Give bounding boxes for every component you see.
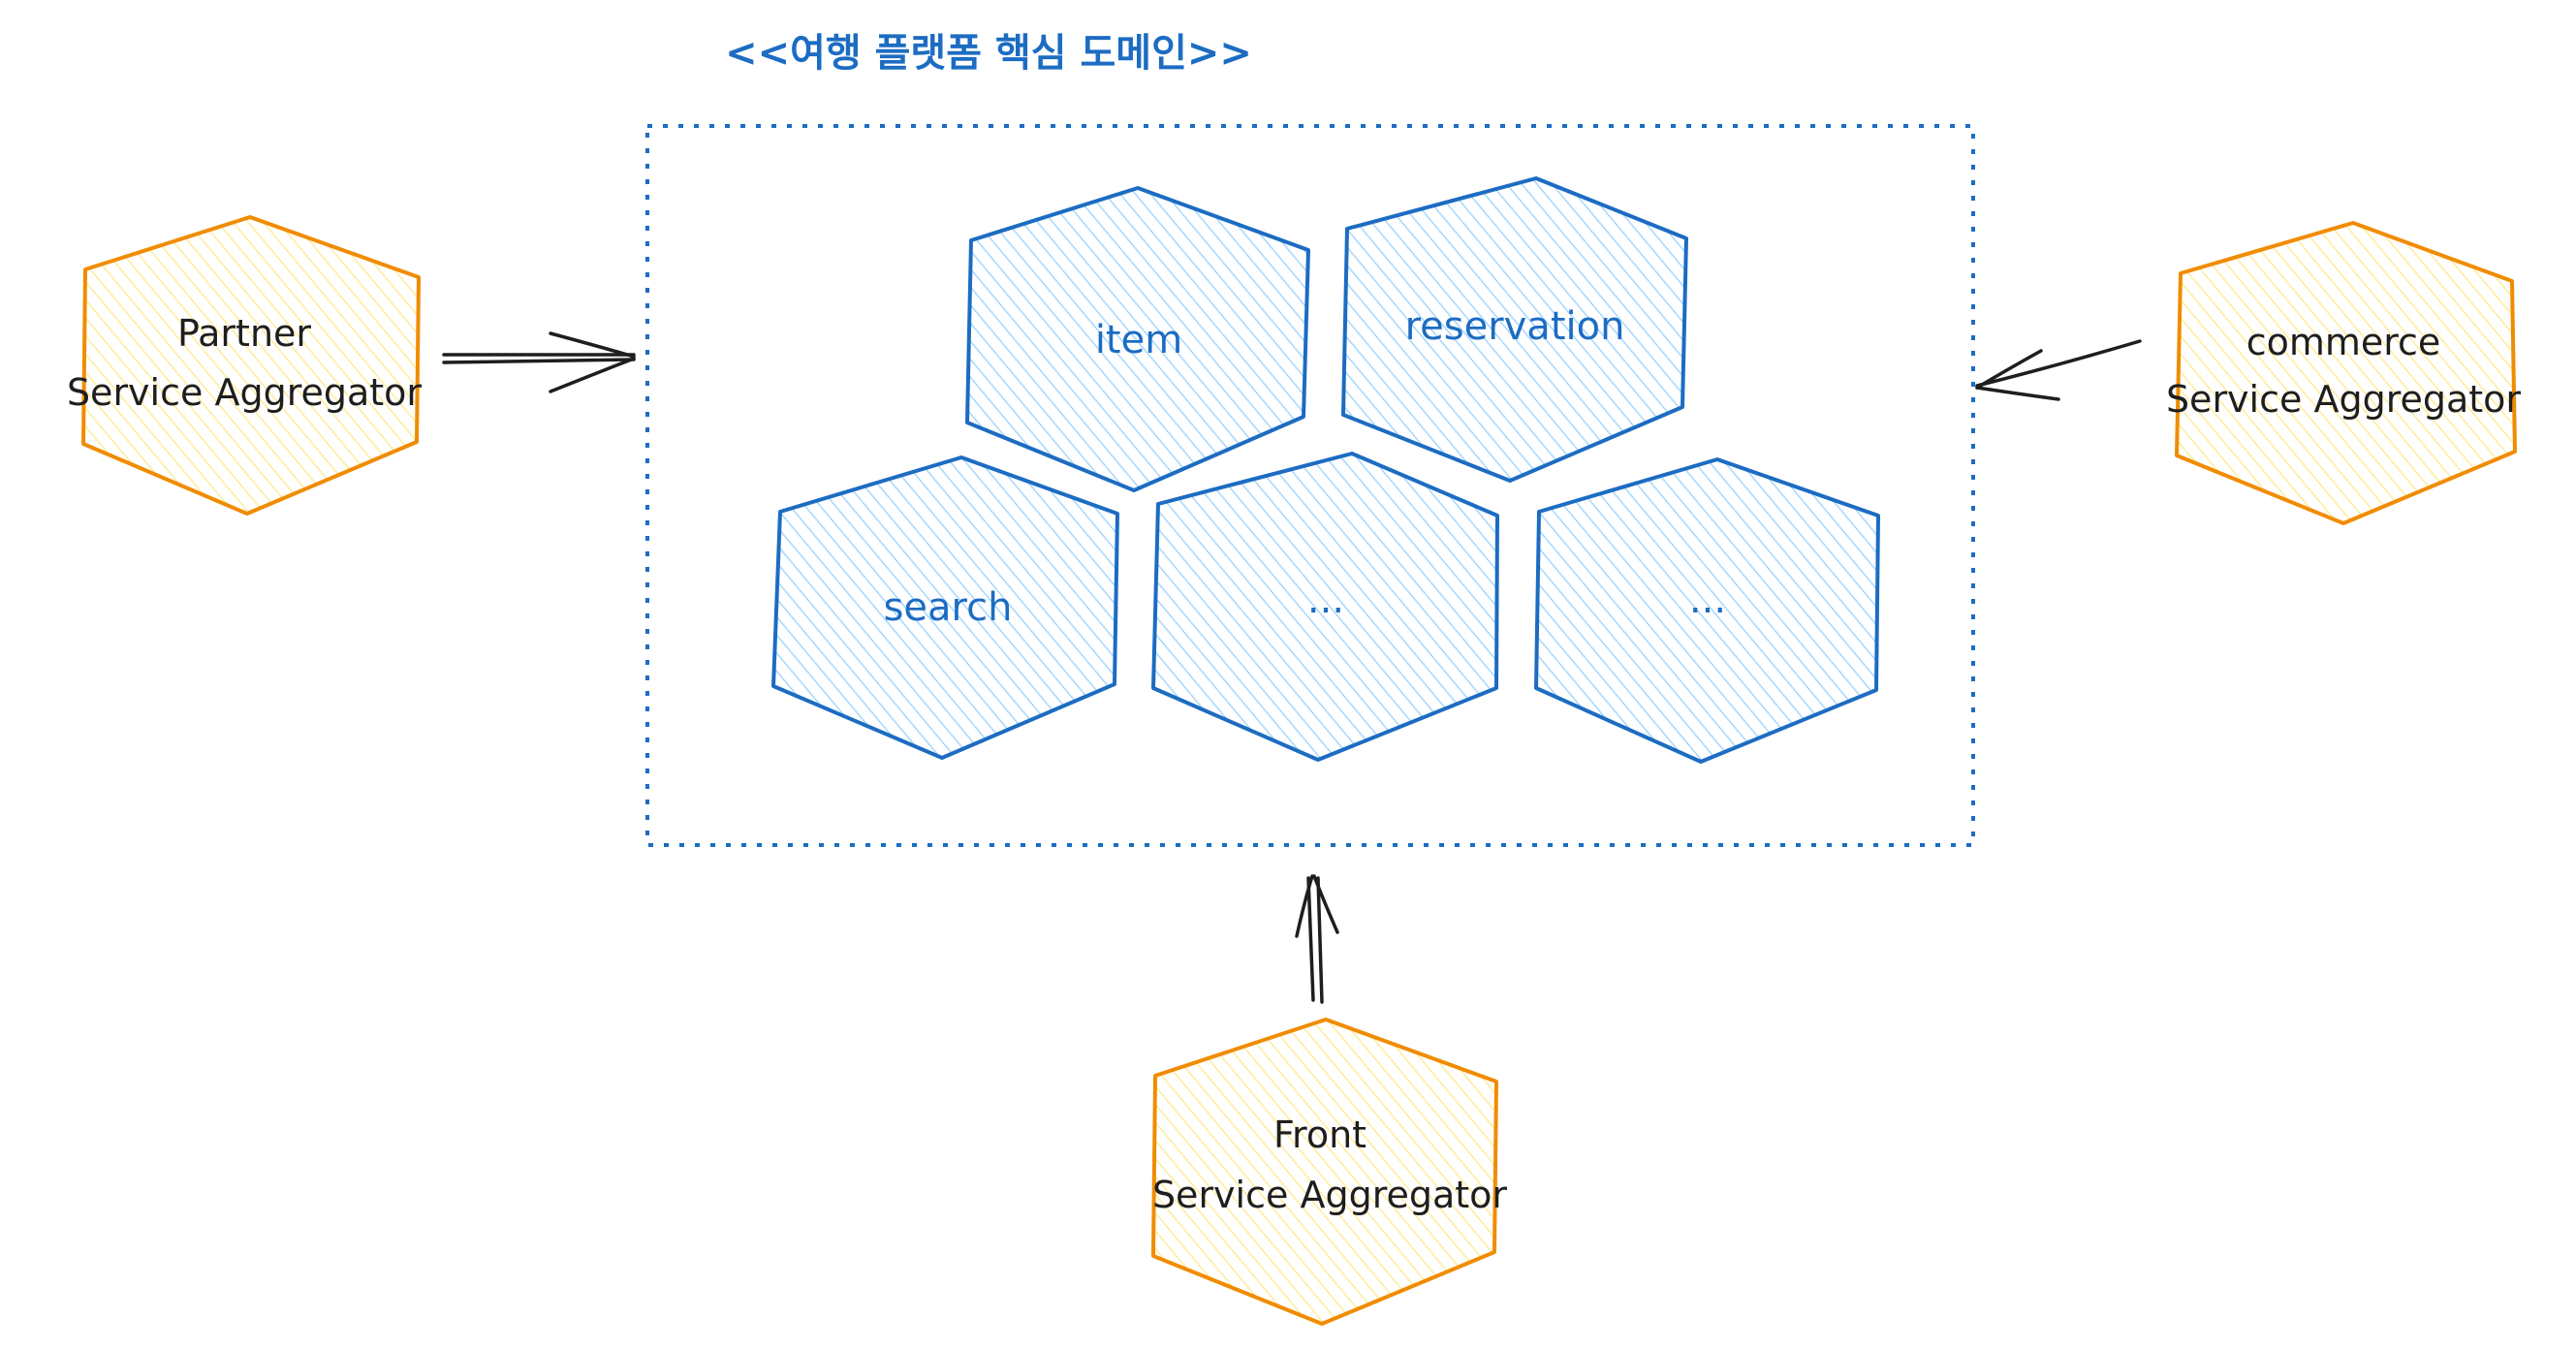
aggregator-label-line1: commerce bbox=[2246, 321, 2441, 363]
domain-label: search bbox=[884, 585, 1013, 630]
hexagon-shape bbox=[81, 215, 421, 516]
domain-label: item bbox=[1095, 318, 1182, 362]
domain-hex-search: search bbox=[771, 455, 1119, 760]
hexagon-shape bbox=[2175, 221, 2517, 525]
domain-hex-other-2: ... bbox=[1534, 457, 1880, 764]
aggregator-label-line1: Partner bbox=[177, 312, 311, 355]
domain-hex-other-1: ... bbox=[1151, 452, 1499, 762]
aggregator-commerce: commerce Service Aggregator bbox=[2166, 221, 2521, 525]
domain-label: reservation bbox=[1405, 304, 1625, 349]
hexagon-shape bbox=[1151, 452, 1499, 762]
arrow-partner-to-core bbox=[442, 331, 636, 393]
domain-hex-reservation: reservation bbox=[1341, 176, 1688, 483]
hexagon-shape bbox=[1534, 457, 1880, 764]
domain-hex-item: item bbox=[965, 186, 1310, 492]
domain-label: ... bbox=[1689, 578, 1726, 622]
arrow-front-to-core bbox=[1295, 874, 1339, 1004]
hexagon-shape bbox=[1151, 1018, 1498, 1326]
aggregator-label-line2: Service Aggregator bbox=[2166, 378, 2521, 421]
hexagon-shape bbox=[965, 186, 1310, 492]
aggregator-label-line1: Front bbox=[1273, 1114, 1367, 1156]
hexagon-shape bbox=[771, 455, 1119, 760]
aggregator-label-line2: Service Aggregator bbox=[67, 371, 422, 414]
diagram-title: <<여행 플랫폼 핵심 도메인>> bbox=[725, 31, 1252, 76]
aggregator-partner: Partner Service Aggregator bbox=[67, 215, 422, 516]
hexagon-shape bbox=[1341, 176, 1688, 483]
aggregator-label-line2: Service Aggregator bbox=[1152, 1174, 1507, 1216]
arrow-commerce-to-core bbox=[1975, 339, 2142, 401]
aggregator-front: Front Service Aggregator bbox=[1151, 1018, 1507, 1326]
domain-label: ... bbox=[1307, 578, 1344, 622]
